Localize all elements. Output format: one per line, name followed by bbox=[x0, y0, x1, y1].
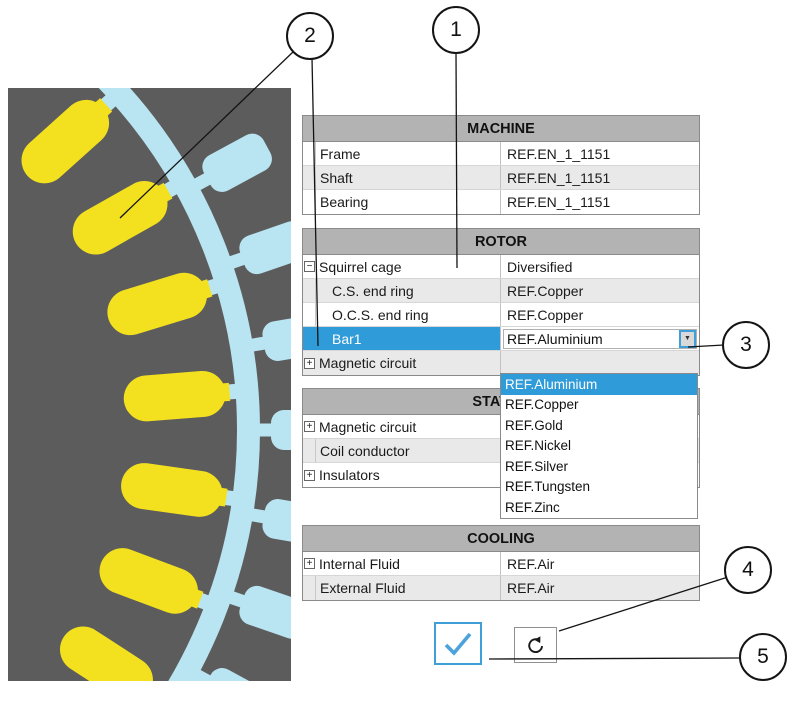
row-label-cell[interactable]: Coil conductor bbox=[303, 439, 500, 462]
dropdown-item[interactable]: REF.Gold bbox=[505, 417, 563, 433]
callout-3-number: 3 bbox=[740, 333, 752, 356]
row-label: O.C.S. end ring bbox=[332, 306, 429, 323]
row-label: Internal Fluid bbox=[319, 555, 400, 572]
plus-box-icon[interactable]: + bbox=[304, 421, 315, 432]
row-value[interactable]: REF.Copper bbox=[500, 279, 699, 302]
row-label: C.S. end ring bbox=[332, 282, 414, 299]
row-value[interactable]: REF.Air bbox=[500, 576, 699, 600]
callout-4: 4 bbox=[724, 546, 772, 594]
row-value-cell: REF.Aluminium ▼ bbox=[500, 327, 699, 350]
row-value[interactable]: REF.EN_1_1151 bbox=[500, 190, 699, 214]
material-combobox[interactable]: REF.Aluminium ▼ bbox=[503, 328, 697, 349]
dropdown-item[interactable]: REF.Zinc bbox=[505, 499, 560, 515]
indent-strip bbox=[303, 439, 316, 462]
indent-strip bbox=[303, 279, 316, 302]
row-label: Bearing bbox=[320, 194, 369, 210]
table-row-rotor-magnetic-circuit[interactable]: + Magnetic circuit bbox=[303, 351, 699, 375]
table-row[interactable]: Frame REF.EN_1_1151 bbox=[303, 142, 699, 166]
table-row[interactable]: Shaft REF.EN_1_1151 bbox=[303, 166, 699, 190]
properties-tables: MACHINE Frame REF.EN_1_1151 Shaft REF.EN… bbox=[302, 115, 700, 615]
chevron-glyph: ▼ bbox=[684, 335, 691, 342]
table-row-internal-fluid[interactable]: + Internal Fluid REF.Air bbox=[303, 552, 699, 576]
dropdown-item[interactable]: REF.Copper bbox=[505, 397, 579, 413]
row-label-cell[interactable]: + Internal Fluid bbox=[303, 552, 500, 575]
row-label: Coil conductor bbox=[320, 442, 410, 459]
row-label-cell[interactable]: −Squirrel cage bbox=[303, 255, 500, 278]
row-label: External Fluid bbox=[320, 580, 406, 596]
row-label-cell[interactable]: + Insulators bbox=[303, 463, 500, 487]
motor-cross-section-image bbox=[8, 88, 291, 681]
minus-box-icon[interactable]: − bbox=[304, 261, 315, 272]
row-label: Magnetic circuit bbox=[319, 355, 417, 371]
callout-2-number: 2 bbox=[304, 24, 316, 47]
cooling-table-header: COOLING bbox=[303, 526, 699, 552]
confirm-button[interactable] bbox=[434, 622, 482, 665]
callout-3: 3 bbox=[722, 321, 770, 369]
callout-2: 2 bbox=[286, 12, 334, 60]
row-label-cell[interactable]: Shaft bbox=[303, 166, 500, 189]
row-label: Shaft bbox=[320, 169, 353, 186]
revert-button[interactable] bbox=[514, 627, 557, 663]
callout-1: 1 bbox=[432, 6, 480, 54]
row-label: Magnetic circuit bbox=[319, 418, 417, 435]
row-label: Insulators bbox=[319, 467, 380, 483]
row-label-cell[interactable]: Bearing bbox=[303, 190, 500, 214]
material-dropdown-list: REF.Aluminium REF.Copper REF.Gold REF.Ni… bbox=[500, 373, 698, 519]
cooling-table: COOLING + Internal Fluid REF.Air External… bbox=[302, 525, 700, 601]
rotor-table: ROTOR −Squirrel cage Diversified C.S. en… bbox=[302, 228, 700, 376]
plus-box-icon[interactable]: + bbox=[304, 357, 315, 369]
dropdown-item[interactable]: REF.Silver bbox=[505, 458, 569, 474]
callout-4-number: 4 bbox=[742, 558, 754, 581]
table-row-cs-end-ring[interactable]: C.S. end ring REF.Copper bbox=[303, 279, 699, 303]
dropdown-item[interactable]: REF.Nickel bbox=[505, 438, 572, 454]
row-label-cell[interactable]: C.S. end ring bbox=[303, 279, 500, 302]
dropdown-item[interactable]: REF.Tungsten bbox=[505, 479, 591, 495]
row-value[interactable]: REF.EN_1_1151 bbox=[500, 142, 699, 165]
plus-box-icon[interactable]: + bbox=[304, 558, 315, 569]
undo-rotate-icon bbox=[527, 636, 543, 653]
callout-5-number: 5 bbox=[757, 645, 769, 668]
callout-5: 5 bbox=[739, 633, 787, 681]
row-label: Bar1 bbox=[332, 330, 362, 347]
row-value[interactable] bbox=[500, 351, 699, 375]
row-value[interactable]: Diversified bbox=[500, 255, 699, 278]
row-value[interactable]: REF.EN_1_1151 bbox=[500, 166, 699, 189]
check-icon bbox=[444, 632, 472, 656]
row-label-cell[interactable]: + Magnetic circuit bbox=[303, 351, 500, 375]
machine-table: MACHINE Frame REF.EN_1_1151 Shaft REF.EN… bbox=[302, 115, 700, 215]
rotor-table-header: ROTOR bbox=[303, 229, 699, 255]
callout-1-number: 1 bbox=[450, 18, 462, 41]
dropdown-item-selected[interactable]: REF.Aluminium bbox=[501, 374, 697, 395]
plus-box-icon[interactable]: + bbox=[304, 469, 315, 481]
table-row-squirrel-cage[interactable]: −Squirrel cage Diversified bbox=[303, 255, 699, 279]
table-row-external-fluid[interactable]: External Fluid REF.Air bbox=[303, 576, 699, 600]
row-value[interactable]: REF.Copper bbox=[500, 303, 699, 326]
row-value[interactable]: REF.Air bbox=[500, 552, 699, 575]
combobox-value: REF.Aluminium bbox=[507, 330, 603, 347]
row-label-cell[interactable]: Frame bbox=[303, 142, 500, 165]
indent-strip bbox=[303, 142, 316, 165]
row-label: Squirrel cage bbox=[319, 258, 402, 275]
row-label-cell[interactable]: O.C.S. end ring bbox=[303, 303, 500, 326]
machine-table-header: MACHINE bbox=[303, 116, 699, 142]
table-row[interactable]: Bearing REF.EN_1_1151 bbox=[303, 190, 699, 214]
chevron-down-icon[interactable]: ▼ bbox=[679, 329, 696, 348]
table-row-bar1-selected[interactable]: Bar1 REF.Aluminium ▼ bbox=[303, 327, 699, 351]
row-label: Frame bbox=[320, 145, 361, 162]
indent-strip bbox=[303, 576, 316, 600]
row-label-cell[interactable]: External Fluid bbox=[303, 576, 500, 600]
rotor-stator-graphic bbox=[8, 88, 291, 681]
indent-strip bbox=[303, 166, 316, 189]
row-label-cell[interactable]: Bar1 bbox=[303, 327, 500, 350]
row-label-cell[interactable]: + Magnetic circuit bbox=[303, 415, 500, 438]
indent-strip bbox=[303, 327, 316, 350]
indent-strip bbox=[303, 190, 316, 214]
table-row-ocs-end-ring[interactable]: O.C.S. end ring REF.Copper bbox=[303, 303, 699, 327]
indent-strip bbox=[303, 303, 316, 326]
